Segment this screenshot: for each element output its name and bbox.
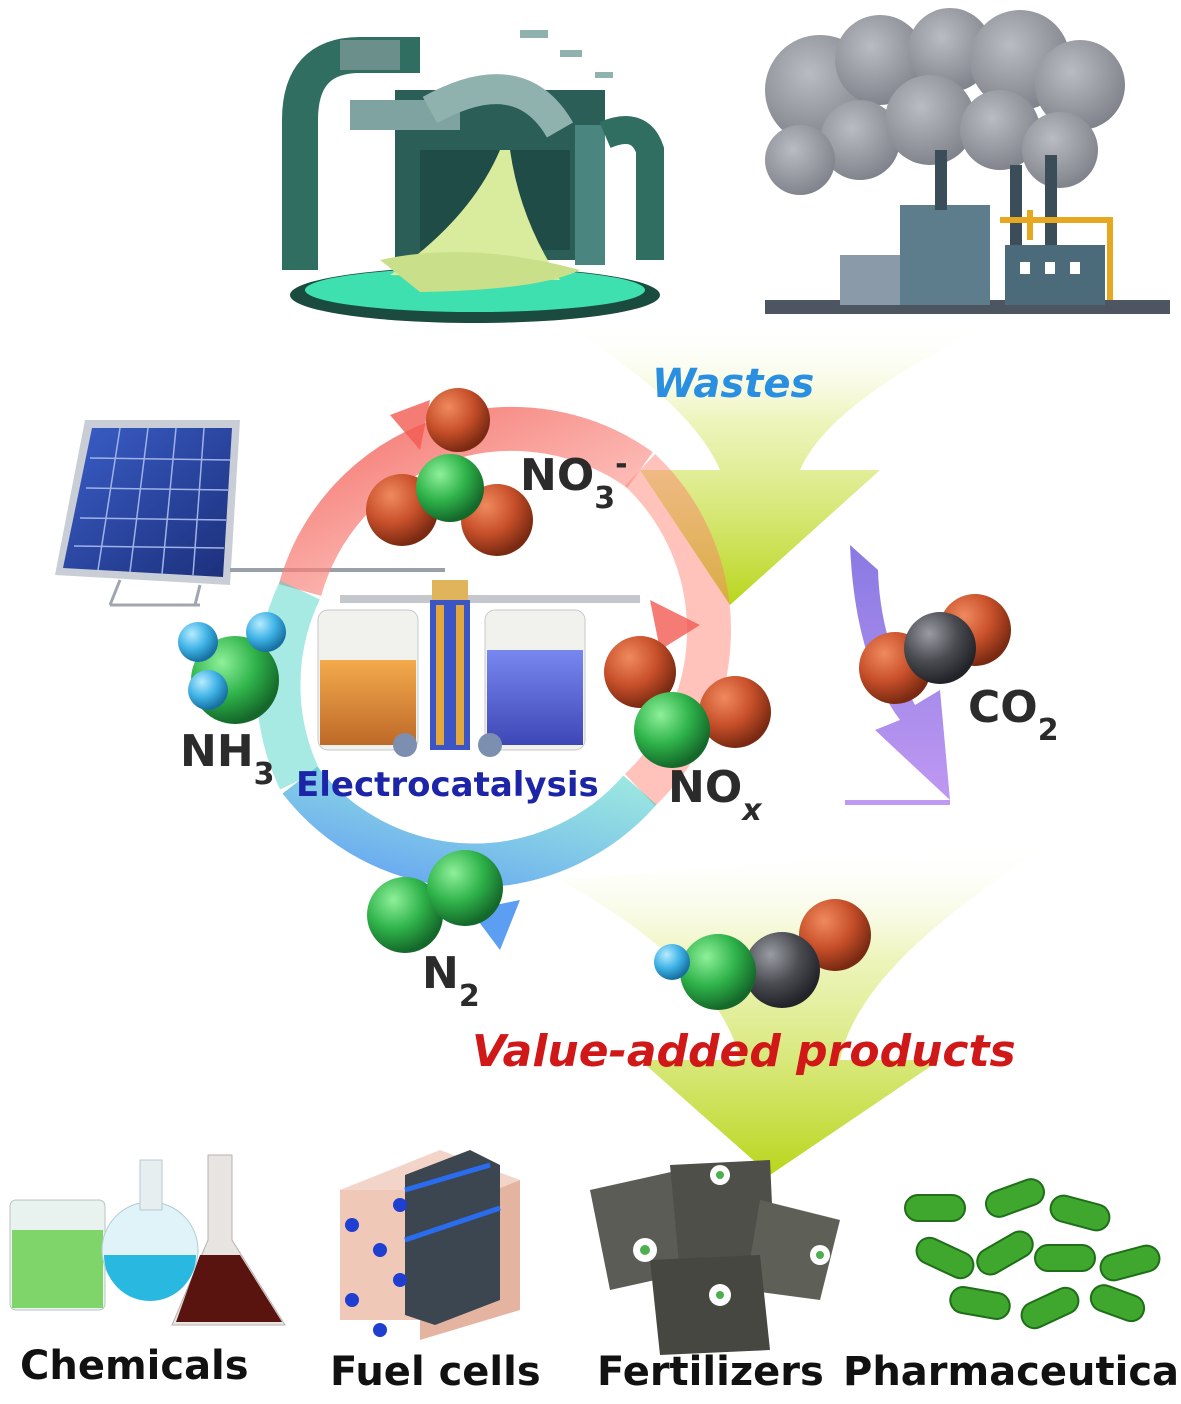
product-label-chemicals: Chemicals	[20, 1343, 249, 1389]
ammonia-label: NH3	[180, 730, 275, 790]
wastes-label: Wastes	[652, 361, 815, 407]
nitrogen-molecule	[367, 850, 503, 953]
solar-panel-illustration	[55, 420, 445, 607]
nitrate-superscript: -	[615, 447, 628, 482]
fuel-cell-stack-icon	[340, 1150, 520, 1340]
lab-glassware-icon	[9, 1154, 286, 1326]
nox-base: NO	[668, 762, 743, 813]
nox-subscript: x	[742, 793, 762, 828]
product-label-fertilizers: Fertilizers	[597, 1349, 824, 1395]
electrochemical-cell-illustration	[317, 580, 640, 757]
co2-label: CO2	[968, 686, 1059, 746]
value-added-arrow	[560, 840, 1060, 1175]
nitrogen-subscript: 2	[458, 979, 480, 1014]
nox-label: NOx	[668, 766, 762, 826]
co2-molecule	[859, 594, 1011, 704]
nitrogen-label: N2	[422, 952, 480, 1012]
nitrate-base: NO	[520, 450, 595, 501]
product-molecule	[654, 899, 871, 1010]
nox-molecule	[604, 636, 771, 768]
electrocatalysis-label: Electrocatalysis	[296, 765, 599, 805]
wastes-arrow	[555, 320, 1000, 605]
ammonia-molecule	[178, 612, 286, 724]
co2-subscript: 2	[1037, 713, 1059, 748]
product-label-pharmaceuticals: Pharmaceuticals	[843, 1349, 1181, 1395]
nitrate-label: NO3-	[520, 450, 628, 514]
ammonia-subscript: 3	[253, 757, 275, 792]
capsules-icon	[904, 1178, 1161, 1330]
nitrogen-base: N	[422, 948, 459, 999]
product-label-fuel-cells: Fuel cells	[330, 1349, 541, 1395]
ammonia-base: NH	[180, 726, 254, 777]
nitrate-subscript: 3	[594, 481, 616, 516]
nitrate-molecule	[366, 388, 533, 556]
value-added-label: Value-added products	[472, 1026, 1016, 1077]
fertilizer-bags-icon	[590, 1160, 840, 1355]
co2-base: CO	[968, 682, 1038, 733]
factory-emissions-illustration	[765, 8, 1170, 314]
wastewater-plant-illustration	[282, 30, 664, 323]
